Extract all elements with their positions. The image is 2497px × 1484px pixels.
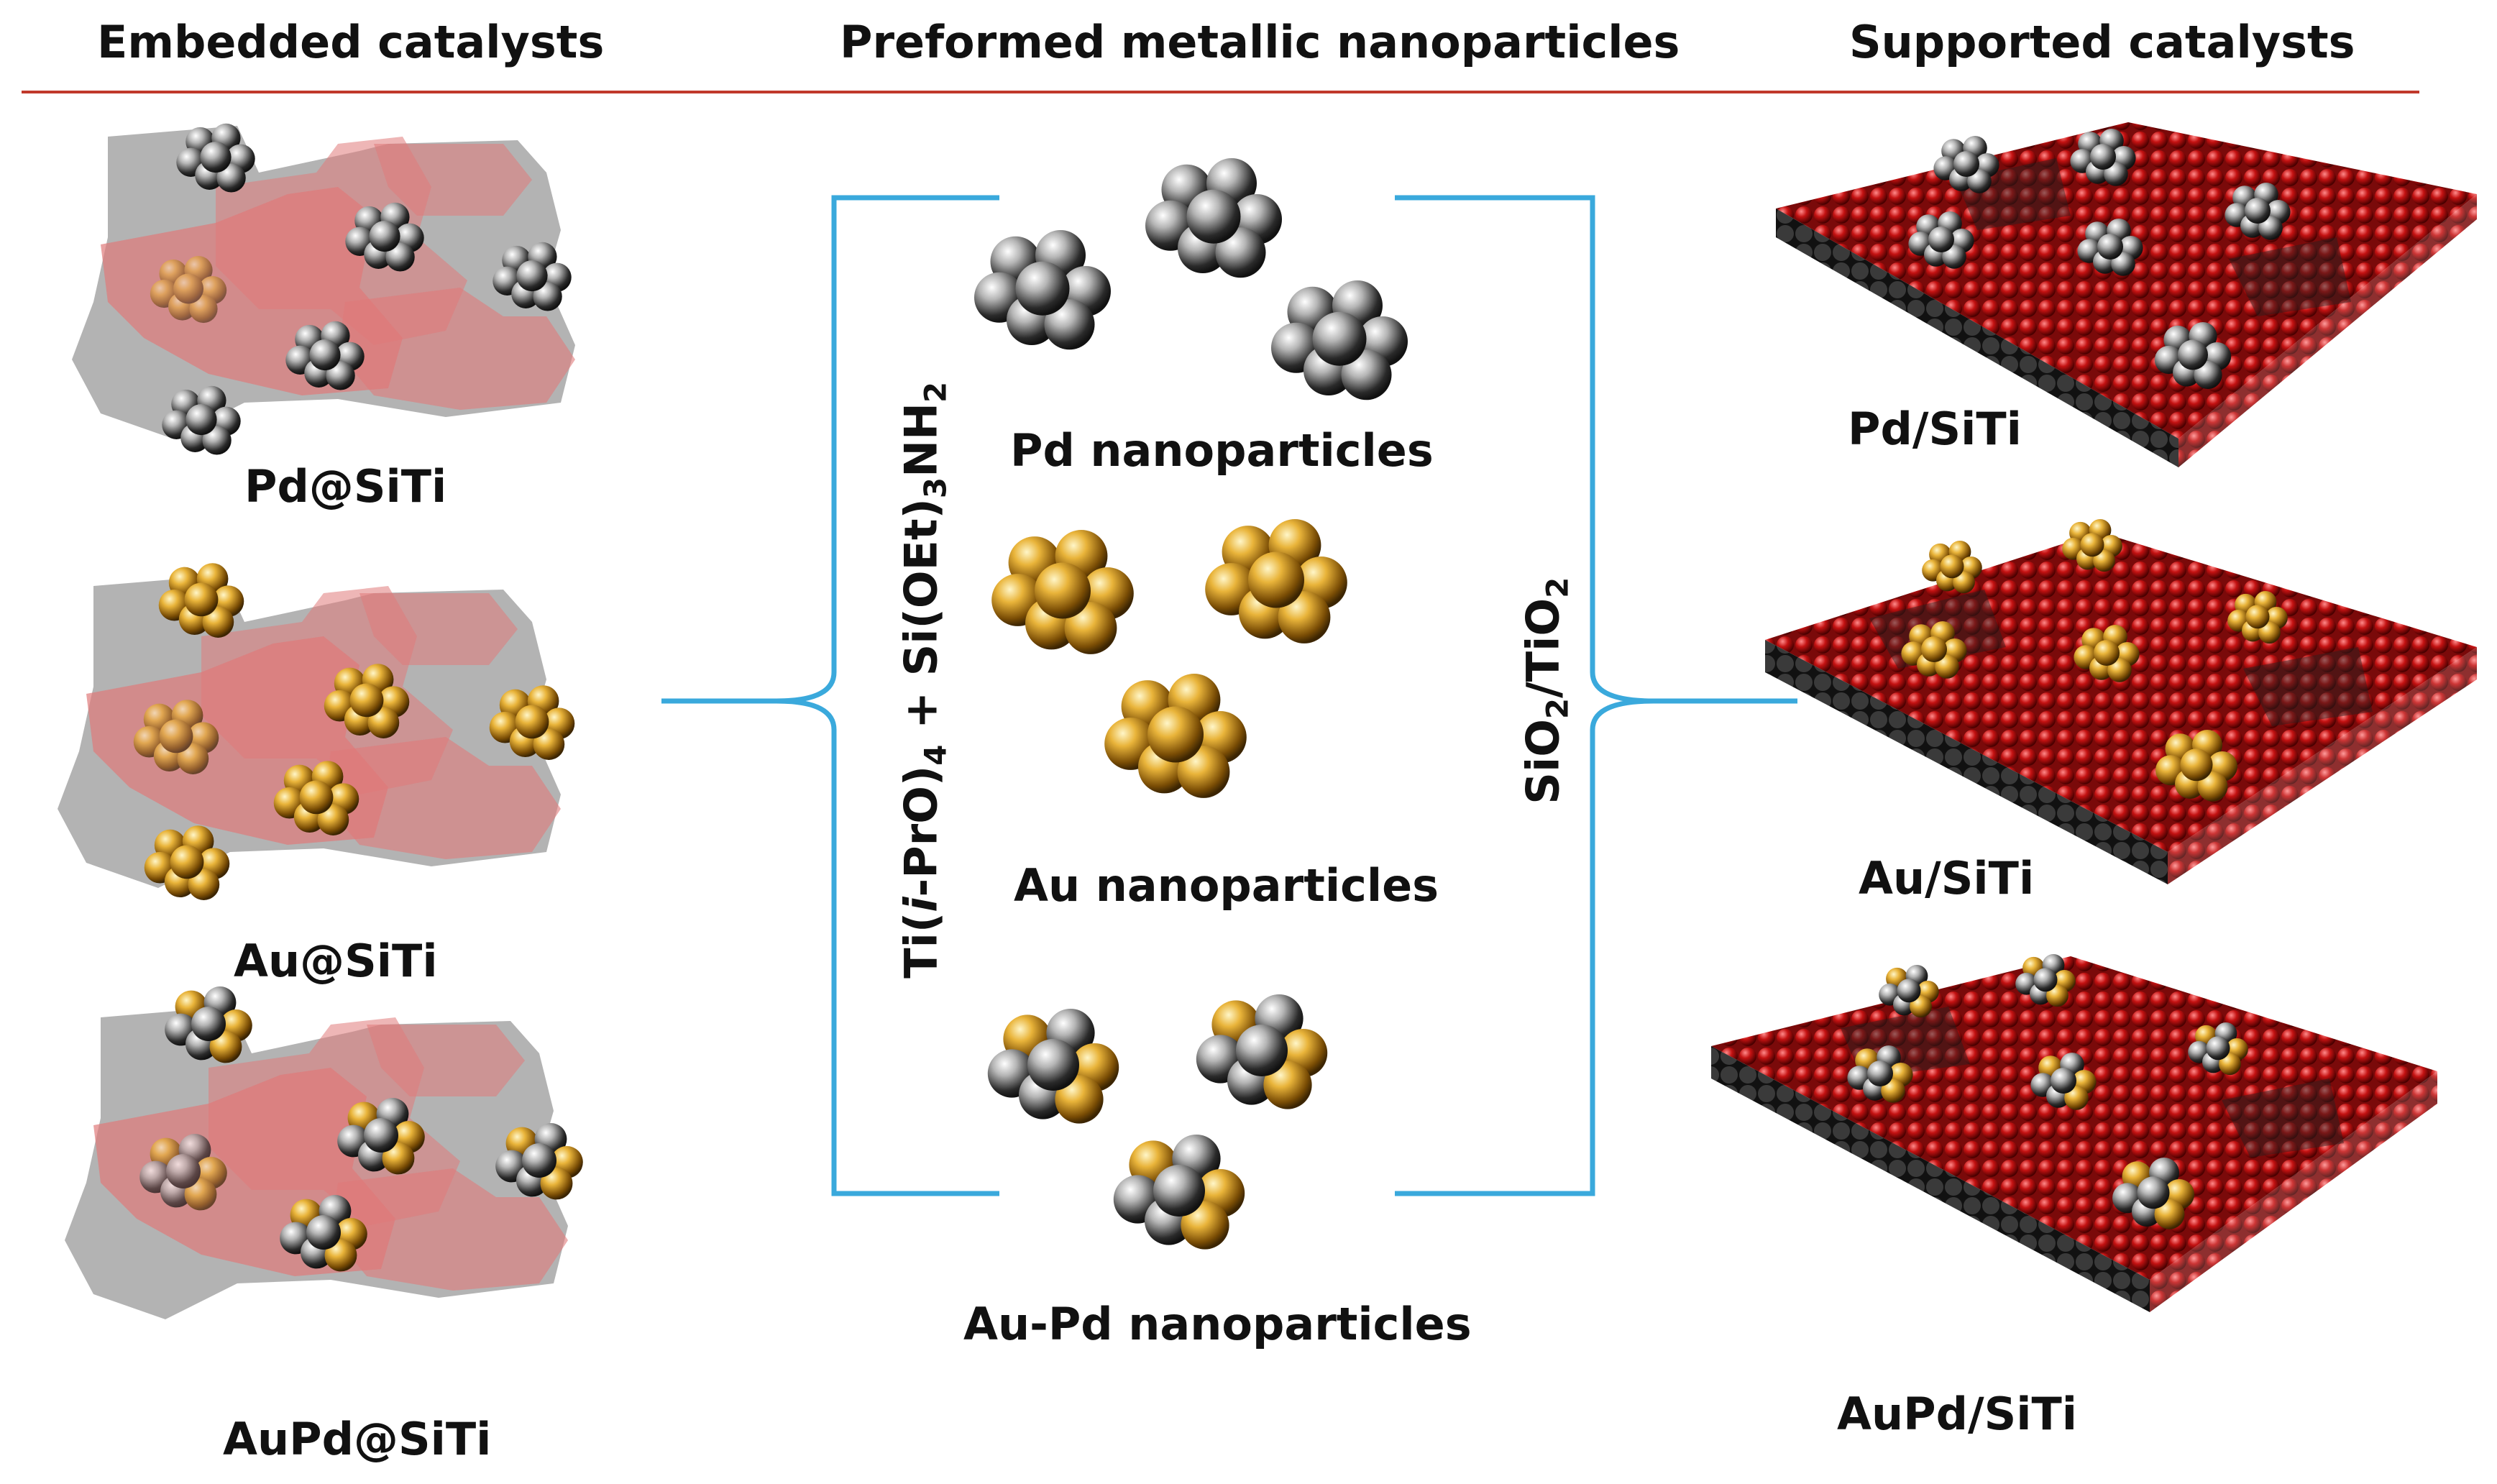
label-aupd-nanoparticles: Au-Pd nanoparticles — [963, 1298, 1472, 1350]
embedded-pd-matrix — [72, 123, 575, 455]
right-bracket — [1395, 195, 1797, 1196]
au-nanoparticles-group — [991, 519, 1347, 798]
embedded-au-matrix — [58, 563, 575, 900]
pd-nanoparticles-group — [974, 158, 1408, 400]
header-preformed-nanoparticles: Preformed metallic nanoparticles — [840, 16, 1680, 68]
support-slab-aupd — [1711, 954, 2437, 1312]
label-au-at-siti: Au@SiTi — [234, 935, 438, 987]
label-sio2-tio2: SiO2/TiO2 — [1516, 577, 1575, 805]
label-pd-slash-siti: Pd/SiTi — [1848, 403, 2022, 455]
embedded-aupd-matrix — [65, 986, 583, 1319]
label-ti-si-precursors: Ti(i-PrO)4 + Si(OEt)3NH2 — [894, 381, 953, 979]
support-slab-pd — [1776, 122, 2477, 467]
header-embedded-catalysts: Embedded catalysts — [97, 16, 605, 68]
header-supported-catalysts: Supported catalysts — [1849, 16, 2355, 68]
label-aupd-at-siti: AuPd@SiTi — [223, 1413, 492, 1465]
aupd-nanoparticles-group — [987, 994, 1328, 1250]
label-aupd-slash-siti: AuPd/SiTi — [1837, 1388, 2078, 1440]
support-slab-au — [1765, 519, 2477, 884]
label-au-slash-siti: Au/SiTi — [1859, 852, 2035, 904]
label-pd-at-siti: Pd@SiTi — [244, 460, 447, 513]
label-au-nanoparticles: Au nanoparticles — [1014, 859, 1439, 912]
left-bracket — [661, 195, 999, 1196]
label-pd-nanoparticles: Pd nanoparticles — [1010, 424, 1434, 477]
